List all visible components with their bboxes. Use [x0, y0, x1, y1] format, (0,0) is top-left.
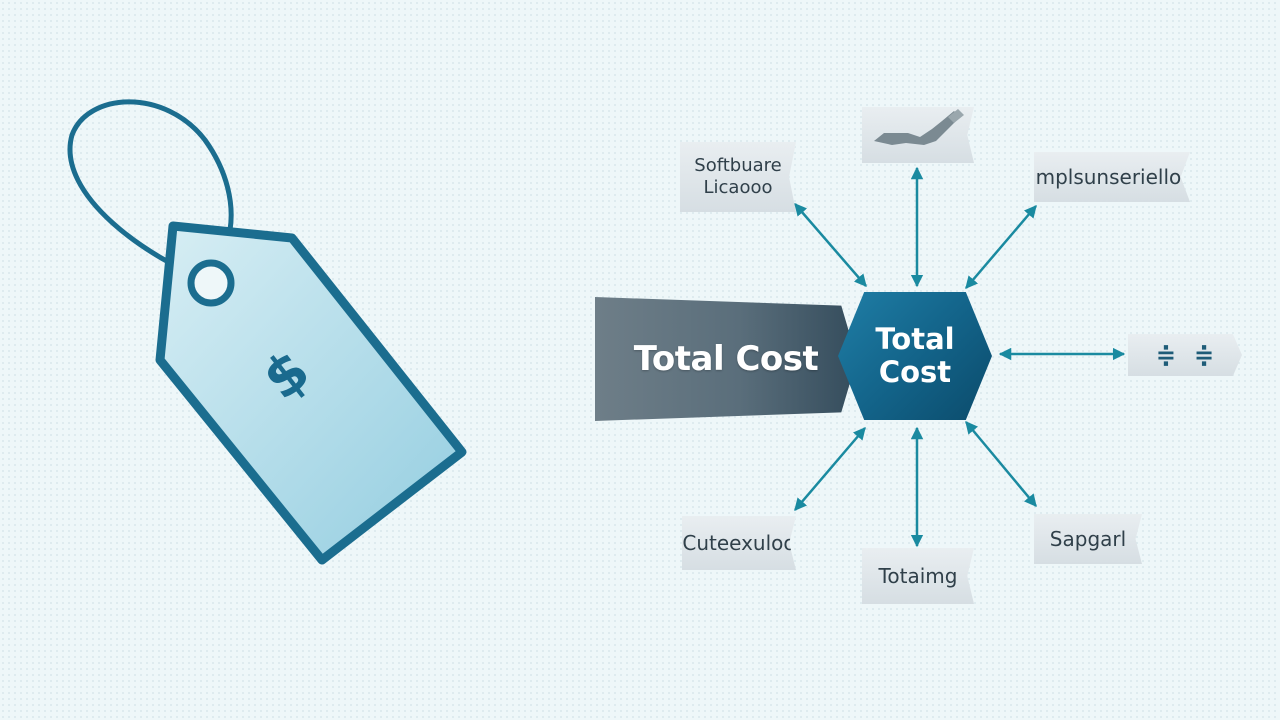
total-cost-banner: Total Cost [595, 297, 857, 421]
tag-string [67, 99, 234, 285]
price-tag-shape [155, 221, 467, 565]
banner-text: Total Cost [633, 339, 819, 379]
arrow-software [794, 203, 867, 287]
dollar-icon: ≑ [1155, 341, 1176, 369]
label-training: Totaimg [862, 548, 974, 604]
hub-line-1: Total [875, 322, 955, 356]
arrow-support [965, 421, 1037, 507]
arrow-implementation [965, 205, 1037, 289]
implementation-text: lmplsunseriellon [1030, 165, 1194, 189]
training-text: Totaimg [878, 564, 958, 588]
total-cost-hub: Total Cost [838, 292, 992, 420]
label-customization: Cuteexuloo [682, 516, 796, 570]
label-currency: ≑ ≑ [1128, 334, 1242, 376]
dollar-icon: ≑ [1194, 341, 1215, 369]
customization-text: Cuteexuloo [682, 531, 796, 555]
label-software-license: Softbuare Licaooo [680, 142, 796, 212]
label-support: Sapgarl [1034, 514, 1142, 564]
software-line-1: Softbuare [694, 155, 782, 176]
hub-line-2: Cost [878, 355, 952, 389]
tag-hole [187, 259, 235, 307]
software-line-2: Licaooo [703, 177, 773, 198]
label-implementation: lmplsunseriellon [1034, 152, 1190, 202]
support-text: Sapgarl [1049, 527, 1127, 551]
arrow-customization [794, 427, 866, 511]
wrench-icon [874, 109, 964, 145]
label-maintenance [862, 107, 974, 163]
